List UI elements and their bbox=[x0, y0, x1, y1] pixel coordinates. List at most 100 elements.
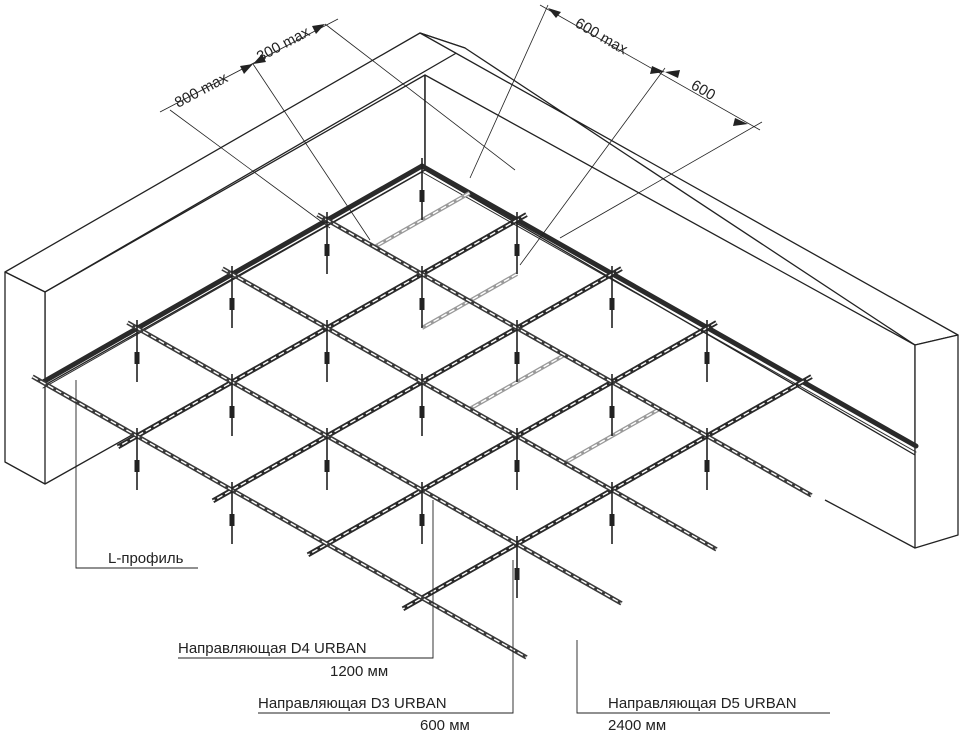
hanger bbox=[419, 482, 425, 544]
ext-line-5 bbox=[519, 67, 666, 266]
dimension-arrows bbox=[240, 8, 748, 126]
hanger-spring bbox=[419, 406, 425, 418]
ext-line-2 bbox=[252, 63, 371, 241]
dim-600: 600 bbox=[688, 77, 718, 104]
label-l-profile: L-профиль bbox=[108, 550, 184, 567]
leader-l-profile bbox=[75, 380, 198, 569]
profile-slots bbox=[402, 375, 812, 610]
ext-line-6 bbox=[559, 121, 763, 239]
arrow-2 bbox=[253, 54, 266, 64]
ext-line-1 bbox=[169, 109, 331, 229]
dimension-lines bbox=[159, 4, 763, 266]
dim-800: 800 max bbox=[172, 69, 231, 111]
hanger bbox=[514, 320, 520, 382]
profile-slots bbox=[222, 267, 717, 551]
grid-profile bbox=[126, 320, 623, 606]
hanger-spring bbox=[609, 298, 615, 310]
leaders bbox=[75, 380, 830, 714]
hanger-spring bbox=[134, 352, 140, 364]
arrow-6 bbox=[665, 70, 680, 78]
profile-slots bbox=[127, 321, 622, 605]
hanger bbox=[324, 212, 330, 274]
hanger bbox=[134, 428, 140, 490]
hanger bbox=[134, 320, 140, 382]
label-d5-name: Направляющая D5 URBAN bbox=[608, 695, 797, 712]
hanger bbox=[419, 266, 425, 328]
walls bbox=[4, 32, 959, 549]
left-wall-bottom-edge bbox=[44, 434, 133, 485]
hanger-spring bbox=[704, 460, 710, 472]
label-d4-name: Направляющая D4 URBAN bbox=[178, 640, 367, 657]
arrow-3 bbox=[312, 24, 325, 34]
hanger bbox=[229, 482, 235, 544]
hanger bbox=[419, 158, 425, 220]
hanger-spring bbox=[419, 514, 425, 526]
hanger-spring bbox=[514, 460, 520, 472]
arrow-7 bbox=[733, 118, 748, 126]
hanger-spring bbox=[514, 568, 520, 580]
profile-slots bbox=[317, 213, 812, 497]
hanger-spring bbox=[229, 514, 235, 526]
leader-d4 bbox=[178, 500, 434, 659]
profile-slots bbox=[117, 213, 527, 448]
hanger-spring bbox=[609, 406, 615, 418]
hanger-spring bbox=[324, 460, 330, 472]
grid-profile bbox=[306, 320, 718, 557]
hanger bbox=[514, 536, 520, 598]
arrow-5 bbox=[650, 66, 665, 74]
grid-profile bbox=[316, 212, 813, 498]
hangers bbox=[134, 158, 710, 598]
hanger bbox=[609, 266, 615, 328]
hanger bbox=[229, 266, 235, 328]
grid-profile bbox=[211, 266, 623, 503]
hanger-spring bbox=[419, 190, 425, 202]
hanger bbox=[324, 428, 330, 490]
grid-profile bbox=[401, 374, 813, 611]
hanger-spring bbox=[609, 514, 615, 526]
dim-line-right bbox=[539, 4, 761, 131]
hanger-spring bbox=[704, 352, 710, 364]
hanger-spring bbox=[419, 298, 425, 310]
profile-slots bbox=[307, 321, 717, 556]
hanger-spring bbox=[134, 460, 140, 472]
hanger bbox=[229, 374, 235, 436]
grid-profile bbox=[221, 266, 718, 552]
dim-600-max: 600 max bbox=[572, 15, 631, 59]
right-wall-bottom-edge bbox=[824, 499, 916, 549]
ext-line-3 bbox=[324, 23, 516, 171]
dim-300: 300 max bbox=[254, 23, 313, 65]
hanger bbox=[324, 320, 330, 382]
grid-profile bbox=[116, 212, 528, 449]
hanger bbox=[419, 374, 425, 436]
hanger-spring bbox=[514, 244, 520, 256]
label-d3-length: 600 мм bbox=[420, 717, 470, 731]
hanger bbox=[704, 320, 710, 382]
hanger-spring bbox=[324, 352, 330, 364]
right-wall-inner-face bbox=[424, 74, 916, 456]
hanger-spring bbox=[229, 298, 235, 310]
l-profile-right bbox=[419, 163, 919, 449]
hanger-spring bbox=[514, 352, 520, 364]
hanger-spring bbox=[324, 244, 330, 256]
arrow-1 bbox=[240, 64, 253, 74]
grid-profile bbox=[31, 374, 528, 660]
arrow-4 bbox=[548, 8, 561, 18]
leader-d3 bbox=[258, 560, 514, 714]
ext-line-4 bbox=[469, 4, 549, 179]
hanger bbox=[514, 212, 520, 274]
hanger bbox=[609, 482, 615, 544]
label-d3-name: Направляющая D3 URBAN bbox=[258, 695, 447, 712]
leader-d5 bbox=[576, 640, 830, 714]
label-d5-length: 2400 мм bbox=[608, 717, 666, 731]
hanger-spring bbox=[229, 406, 235, 418]
hanger bbox=[704, 428, 710, 490]
profile-slots bbox=[212, 267, 622, 502]
right-wall-end-face bbox=[914, 334, 959, 549]
hanger bbox=[514, 428, 520, 490]
label-d4-length: 1200 мм bbox=[330, 663, 388, 680]
hanger bbox=[609, 374, 615, 436]
profile-slots bbox=[32, 375, 527, 659]
l-profile-right-edge bbox=[421, 171, 917, 453]
